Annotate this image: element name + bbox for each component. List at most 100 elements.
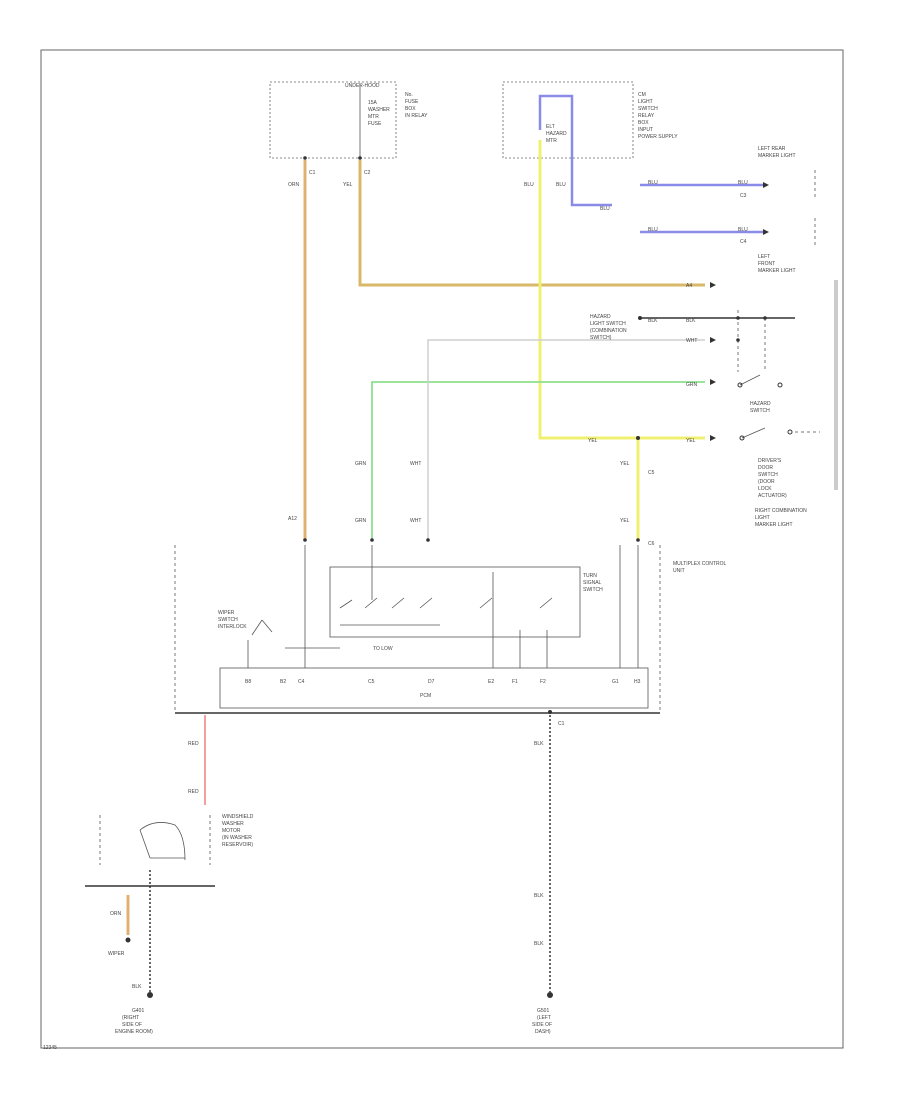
diagram-label: DRIVER'S xyxy=(758,458,782,464)
diagram-label: GRN xyxy=(355,461,367,467)
tan-wire xyxy=(358,160,705,287)
diagram-label: BLK xyxy=(534,741,544,747)
diagram-label: IN RELAY xyxy=(405,113,428,119)
diagram-label: BLK xyxy=(132,984,142,990)
diagram-label: WASHER xyxy=(222,821,244,827)
diagram-label: TO LOW xyxy=(373,646,393,652)
diagram-label: C5 xyxy=(368,679,375,685)
diagram-label: MULTIPLEX CONTROL xyxy=(673,561,726,567)
diagram-label: RELAY xyxy=(638,113,655,119)
diagram-label: LIGHT xyxy=(638,99,653,105)
diagram-label: SWITCH) xyxy=(590,335,612,341)
side-bar xyxy=(834,280,838,490)
diagram-label: BOX xyxy=(405,106,416,112)
diagram-label: RED xyxy=(188,789,199,795)
diagram-label: C2 xyxy=(364,170,371,176)
diagram-label: YEL xyxy=(686,438,696,444)
diagram-label: G501 xyxy=(537,1008,549,1014)
diagram-label: BLK xyxy=(534,941,544,947)
diagram-label: G1 xyxy=(612,679,619,685)
diagram-label: SWITCH xyxy=(583,587,603,593)
top-fuse-box: UNDER-HOOD 15A WASHER MTR FUSE No. FUSE … xyxy=(269,81,428,176)
diagram-label: A12 xyxy=(288,516,297,522)
diagram-label: SWITCH xyxy=(638,106,658,112)
diagram-label: BOX xyxy=(638,120,649,126)
diagram-label: FUSE xyxy=(405,99,419,105)
diagram-label: H3 xyxy=(634,679,641,685)
diagram-label: BLU xyxy=(600,206,610,212)
diagram-label: C4 xyxy=(298,679,305,685)
diagram-label: LEFT xyxy=(758,254,770,260)
diagram-frame xyxy=(40,49,844,1049)
diagram-label: ELT xyxy=(546,124,555,130)
diagram-label: 15A xyxy=(368,100,378,106)
diagram-label: B8 xyxy=(245,679,251,685)
diagram-label: C1 xyxy=(309,170,316,176)
diagram-label: C4 xyxy=(740,239,747,245)
diagram-label: INTERLOCK xyxy=(218,624,247,630)
diagram-label: HAZARD xyxy=(546,131,567,137)
diagram-label: FRONT xyxy=(758,261,775,267)
diagram-label: BLK xyxy=(686,318,696,324)
diagram-label: UNIT xyxy=(673,568,685,574)
diagram-label: HAZARD xyxy=(590,314,611,320)
diagram-label: RIGHT COMBINATION xyxy=(755,508,807,514)
diagram-label: F1 xyxy=(512,679,518,685)
diagram-label: DOOR xyxy=(758,465,773,471)
diagram-label: SWITCH xyxy=(218,617,238,623)
diagram-label: ENGINE ROOM) xyxy=(115,1029,153,1035)
diagram-label: POWER SUPPLY xyxy=(638,134,678,140)
diagram-label: No. xyxy=(405,92,413,98)
diagram-label: INPUT xyxy=(638,127,653,133)
diagram-label: ORN xyxy=(288,182,300,188)
diagram-label: MARKER LIGHT xyxy=(758,153,796,159)
washer-motor: WINDSHIELD WASHER MOTOR (IN WASHER RESER… xyxy=(85,814,254,887)
diagram-label: WASHER xyxy=(368,107,390,113)
multiplex-unit: TURN SIGNAL SWITCH WIPER SWITCH INTERLOC… xyxy=(174,545,661,714)
diagram-label: (COMBINATION xyxy=(590,328,627,334)
diagram-label: BLU xyxy=(524,182,534,188)
diagram-label: SWITCH xyxy=(758,472,778,478)
diagram-label: GRN xyxy=(355,518,367,524)
diagram-label: WIPER xyxy=(108,951,125,957)
diagram-label: BLU xyxy=(556,182,566,188)
yellow-wire xyxy=(538,140,705,440)
diagram-label: MTR xyxy=(546,138,557,144)
diagram-label: UNDER-HOOD xyxy=(345,83,380,89)
diagram-label: B2 xyxy=(280,679,286,685)
diagram-label: FUSE xyxy=(368,121,382,127)
diagram-label: YEL xyxy=(343,182,353,188)
diagram-label: WIPER xyxy=(218,610,235,616)
diagram-label: BLU xyxy=(648,180,658,186)
diagram-label: ORN xyxy=(110,911,122,917)
diagram-label: TURN xyxy=(583,573,597,579)
diagram-label: SIDE OF xyxy=(532,1022,552,1028)
diagram-label: ACTUATOR) xyxy=(758,493,787,499)
diagram-label: DASH) xyxy=(535,1029,551,1035)
diagram-label: RESERVOIR) xyxy=(222,842,253,848)
diagram-label: D7 xyxy=(428,679,435,685)
diagram-label: E2 xyxy=(488,679,494,685)
diagram-label: LEFT REAR xyxy=(758,146,786,152)
diagram-label: MARKER LIGHT xyxy=(755,522,793,528)
diagram-label: YEL xyxy=(588,438,598,444)
diagram-label: BLU xyxy=(738,227,748,233)
diagram-label: BLU xyxy=(738,180,748,186)
diagram-label: (DOOR xyxy=(758,479,775,485)
diagram-label: BLK xyxy=(648,318,658,324)
door-switch: DRIVER'S DOOR SWITCH (DOOR LOCK ACTUATOR… xyxy=(739,427,820,499)
diagram-label: C6 xyxy=(648,541,655,547)
diagram-label: (IN WASHER xyxy=(222,835,252,841)
white-wire xyxy=(427,339,705,540)
diagram-label: SWITCH xyxy=(750,408,770,414)
diagram-label: CM xyxy=(638,92,646,98)
diagram-label: WINDSHIELD xyxy=(222,814,254,820)
diagram-label: BLK xyxy=(534,893,544,899)
diagram-label: RED xyxy=(188,741,199,747)
diagram-label: PCM xyxy=(420,693,431,699)
footer-code: 12345 xyxy=(43,1045,57,1051)
diagram-label: (RIGHT xyxy=(122,1015,139,1021)
diagram-label: MTR xyxy=(368,114,379,120)
diagram-label: MOTOR xyxy=(222,828,241,834)
diagram-label: G401 xyxy=(132,1008,144,1014)
